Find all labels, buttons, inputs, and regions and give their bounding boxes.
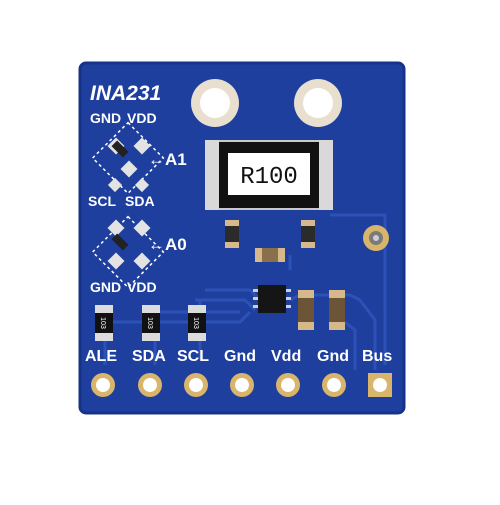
chip-name-label: INA231	[90, 82, 161, 105]
mid-pad-scl-label: SCL	[88, 193, 116, 209]
pin-label-ale: ALE	[85, 348, 117, 365]
a1-label: ←A1	[148, 150, 187, 169]
pin-label-gnd-2: Gnd	[317, 348, 349, 365]
a0-label: ←A0	[148, 235, 187, 254]
ina231-ic	[253, 285, 291, 313]
top-pad-vdd-label: VDD	[127, 110, 157, 126]
pullup-resistor-1-code: 103	[99, 317, 106, 329]
address-jumper-a0	[91, 215, 165, 289]
top-pad-gnd-label: GND	[90, 110, 121, 126]
header-pin-vdd	[276, 373, 300, 397]
header-pin-gnd-2	[322, 373, 346, 397]
pin-label-scl: SCL	[177, 348, 209, 365]
header-pin-sda	[138, 373, 162, 397]
pcb-edge-shade	[78, 61, 406, 415]
pullup-resistor-1	[95, 305, 113, 341]
pullup-resistor-3-code: 103	[192, 317, 199, 329]
pin-label-gnd-1: Gnd	[224, 348, 256, 365]
test-via	[363, 225, 389, 251]
decoupling-capacitors	[298, 290, 345, 330]
header-pins	[91, 373, 392, 397]
shunt-resistor-marking: R100	[240, 164, 298, 191]
pin-labels: ALE SDA SCL Gnd Vdd Gnd Bus	[85, 348, 392, 365]
header-pin-bus	[368, 373, 392, 397]
pin-label-bus: Bus	[362, 348, 392, 365]
address-jumper-a1	[91, 121, 165, 195]
header-pin-gnd-1	[230, 373, 254, 397]
header-pin-ale	[91, 373, 115, 397]
small-capacitors	[225, 220, 315, 262]
pullup-resistor-2-code: 103	[146, 317, 153, 329]
pullup-resistor-2	[142, 305, 160, 341]
pullup-resistor-3	[188, 305, 206, 341]
header-pin-scl	[184, 373, 208, 397]
pin-label-vdd: Vdd	[271, 348, 301, 365]
bottom-pad-gnd-label: GND	[90, 279, 121, 295]
mid-pad-sda-label: SDA	[125, 193, 155, 209]
pin-label-sda: SDA	[132, 348, 166, 365]
mounting-hole-left	[191, 79, 239, 127]
mounting-hole-right	[294, 79, 342, 127]
shunt-resistor	[205, 140, 333, 210]
bottom-pad-vdd-label: VDD	[127, 279, 157, 295]
